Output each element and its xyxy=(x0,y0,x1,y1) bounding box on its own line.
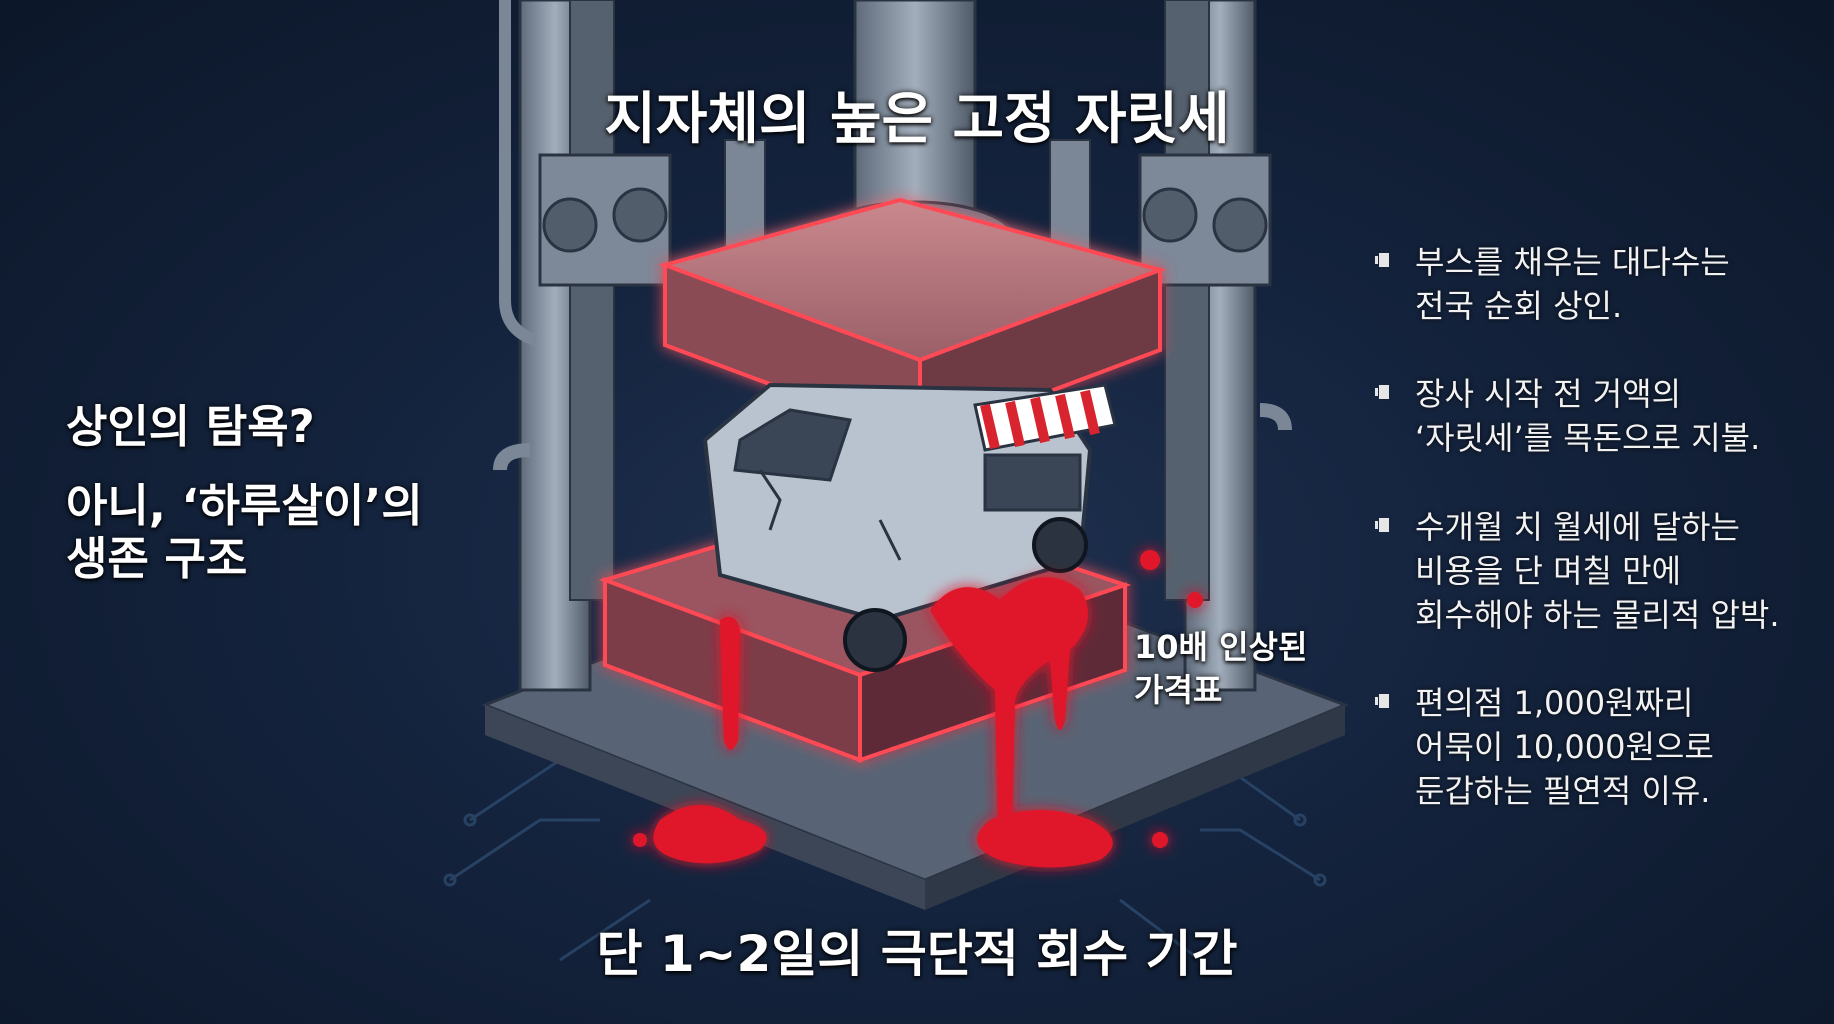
red-liquid xyxy=(633,550,1203,868)
bullet-text: 부스를 채우는 대다수는 전국 순회 상인. xyxy=(1415,243,1730,326)
left-question: 상인의 탐욕? xyxy=(66,400,315,453)
left-answer: 아니, ‘하루살이’의 생존 구조 xyxy=(66,479,423,586)
list-item: 장사 시작 전 거액의 ‘자릿세’를 목돈으로 지불. xyxy=(1373,372,1823,460)
bullet-list: 부스를 채우는 대다수는 전국 순회 상인. 장사 시작 전 거액의 ‘자릿세’… xyxy=(1373,240,1823,858)
left-caption: 상인의 탐욕? 아니, ‘하루살이’의 생존 구조 xyxy=(66,400,486,585)
top-title: 지자체의 높은 고정 자릿세 xyxy=(604,87,1230,152)
upper-press-plate xyxy=(658,197,1167,443)
list-item: 수개월 치 월세에 달하는 비용을 단 며칠 만에 회수해야 하는 물리적 압박… xyxy=(1373,505,1823,637)
bullet-icon xyxy=(1375,694,1389,709)
list-item: 편의점 1,000원짜리 어묵이 10,000원으로 둔갑하는 필연적 이유. xyxy=(1373,681,1823,813)
bullet-text: 장사 시작 전 거액의 ‘자릿세’를 목돈으로 지불. xyxy=(1415,375,1761,458)
bullet-text: 편의점 1,000원짜리 어묵이 10,000원으로 둔갑하는 필연적 이유. xyxy=(1415,684,1714,811)
food-truck-icon xyxy=(702,382,1117,672)
price-label: 10배 인상된 가격표 xyxy=(1134,628,1308,710)
list-item: 부스를 채우는 대다수는 전국 순회 상인. xyxy=(1373,240,1823,328)
bullet-icon xyxy=(1375,253,1389,267)
press-columns xyxy=(493,0,1292,692)
bottom-title: 단 1~2일의 극단적 회수 기간 xyxy=(596,925,1238,983)
bullet-text: 수개월 치 월세에 달하는 비용을 단 며칠 만에 회수해야 하는 물리적 압박… xyxy=(1415,507,1780,634)
bullet-icon xyxy=(1375,385,1389,400)
bullet-icon xyxy=(1375,517,1389,532)
